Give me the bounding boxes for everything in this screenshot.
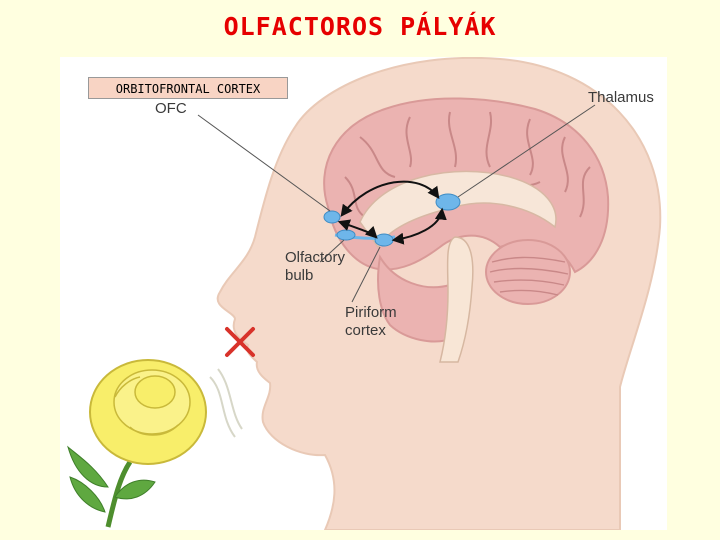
piriform-cortex-label-line1: Piriform — [345, 304, 397, 321]
piriform-nucleus — [375, 234, 393, 246]
olfactory-bulb-nucleus — [337, 230, 355, 240]
ofc-label: OFC — [155, 100, 187, 117]
ofc-nucleus — [324, 211, 340, 223]
olfactory-bulb-label-line1: Olfactory — [285, 249, 345, 266]
thalamus-label: Thalamus — [588, 89, 654, 106]
scent-wisps — [210, 369, 242, 437]
slide-title: OLFACTOROS PÁLYÁK — [0, 12, 720, 41]
cerebellum — [486, 240, 570, 304]
figure-artwork — [60, 57, 667, 530]
thalamus-nucleus — [436, 194, 460, 210]
piriform-cortex-label-line2: cortex — [345, 322, 386, 339]
olfactory-pathway-figure: ORBITOFRONTAL CORTEX OFC Thalamus Olfact… — [60, 57, 667, 530]
orbitofrontal-cortex-label: ORBITOFRONTAL CORTEX — [88, 77, 288, 99]
rose-icon — [68, 360, 206, 527]
olfactory-bulb-label-line2: bulb — [285, 267, 313, 284]
